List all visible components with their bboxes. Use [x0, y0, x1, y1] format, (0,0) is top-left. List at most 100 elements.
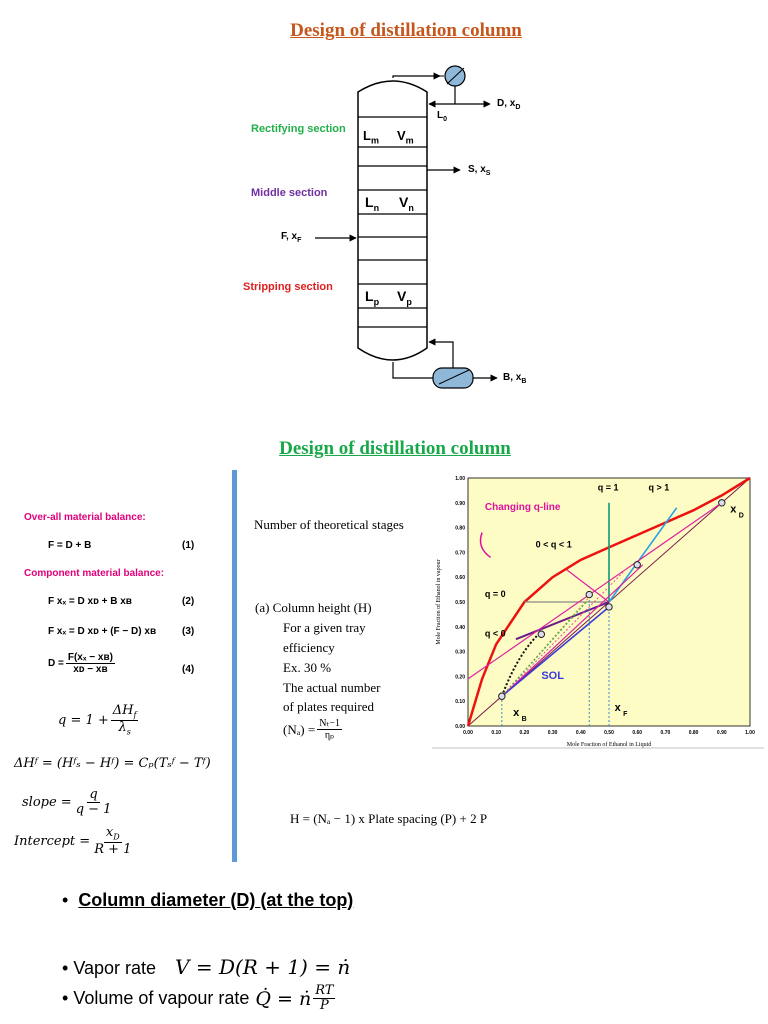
x-tick-label: 0.70	[661, 730, 671, 736]
y-tick-label: 0.90	[455, 501, 465, 507]
xb-label: x	[513, 707, 520, 719]
ln-label: Ln	[365, 194, 380, 213]
arrow-icon	[479, 532, 491, 558]
point-marker	[537, 630, 546, 638]
eq2-number: (2)	[182, 596, 195, 607]
equilibrium-curve	[466, 476, 751, 727]
enthalpy-formula: ΔHᶠ = (Hᶠₛ − Hᶠ) = Cₚ(Tₛᶠ − Tᶠ)	[14, 756, 211, 771]
lm-label: Lm	[363, 128, 379, 146]
xb-sub-label: B	[522, 716, 527, 723]
overall-balance-label: Over-all material balance:	[24, 512, 146, 523]
y-tick-label: 0.80	[455, 526, 465, 532]
column-diagram: Rectifying section Middle section Stripp…	[235, 62, 535, 412]
height-text-5: The actual number	[283, 680, 381, 695]
height-text-4: Ex. 30 %	[283, 660, 332, 675]
height-text-6: of plates required	[283, 699, 374, 714]
vm-label: Vm	[397, 128, 414, 146]
sol-line	[501, 606, 610, 697]
qlt0-label: q < 0	[485, 629, 506, 639]
lp-label: Lp	[365, 288, 380, 307]
distillation-column-svg	[315, 65, 498, 389]
height-heading: (a) Column height (H)	[255, 600, 372, 615]
vp-label: Vp	[397, 288, 412, 307]
y-tick-label: 0.40	[455, 625, 465, 631]
xf-sub-label: F	[623, 711, 628, 718]
y-tick-label: 0.20	[455, 674, 465, 680]
xf-label: x	[615, 702, 622, 714]
q-line-chart-svg: 0.000.00 0.10 0.10 0.20 0.20 0.30 0.30 0.40 0.40…	[432, 476, 764, 749]
section-title: Design of distillation column	[279, 438, 511, 459]
page-title: Design of distillation column	[290, 20, 522, 41]
rectifying-label: Rectifying section	[251, 123, 346, 135]
q-between-line	[566, 569, 610, 603]
x-tick-label: 0.40	[576, 730, 586, 736]
x-tick-label: 0.00	[463, 730, 473, 736]
dotted-curve-black	[500, 631, 542, 697]
rectifying-op-line	[467, 502, 723, 680]
stripping-label: Stripping section	[243, 281, 333, 293]
column-shell	[357, 80, 428, 361]
eq4: D = F(xₓ − xʙ)xᴅ − xʙ	[48, 652, 115, 675]
eq1-number: (1)	[182, 540, 195, 551]
x-tick-label: 0.50	[604, 730, 614, 736]
height-text-2: For a given tray	[283, 620, 366, 635]
stages-text: Number of theoretical stages	[254, 517, 404, 532]
l0-label: L0	[437, 110, 448, 123]
xd-label: x	[730, 504, 737, 516]
x-tick-label: 0.80	[689, 730, 699, 736]
distillate-label: D, xD	[497, 98, 521, 111]
point-marker	[498, 692, 506, 700]
y-tick-label: 1.00	[455, 476, 465, 482]
xd-sub-label: D	[739, 513, 744, 520]
point-marker	[605, 603, 613, 611]
q1-label: q = 1	[598, 482, 619, 492]
bullet-vapor-rate: • Vapor rate V = D(R + 1) = ṅ	[62, 955, 351, 979]
component-balance-label: Component material balance:	[24, 568, 165, 579]
eq4-number: (4)	[182, 664, 195, 675]
vn-label: Vn	[399, 194, 414, 213]
eq2: F xₓ = D xᴅ + B xʙ	[48, 596, 132, 607]
y-tick-label: 0.30	[455, 650, 465, 656]
point-marker	[585, 590, 593, 599]
x-tick-label: 0.10	[491, 730, 501, 736]
x-axis-label: Mole Fraction of Ethanol in Liquid	[567, 741, 652, 748]
bullet-column-diameter: • Column diameter (D) (at the top)	[62, 890, 354, 910]
x-tick-label: 1.00	[745, 730, 755, 736]
point-marker	[633, 561, 641, 569]
y-tick-label: 0.60	[455, 575, 465, 581]
eq3-number: (3)	[182, 626, 195, 637]
x-tick-label: 0.90	[717, 730, 727, 736]
side-stream-label: S, xS	[468, 164, 491, 177]
point-marker	[718, 499, 726, 507]
y-tick-label: 0.70	[455, 550, 465, 556]
x-tick-label: 0.30	[548, 730, 558, 736]
dotted-line-pink	[501, 571, 624, 697]
feed-label: F, xF	[281, 231, 302, 244]
y-tick-label: 0.50	[455, 600, 465, 606]
bottoms-label: B, xB	[503, 372, 527, 385]
eq3: F xₓ = D xᴅ + (F − D) xʙ	[48, 626, 157, 637]
middle-label: Middle section	[251, 187, 328, 199]
height-text-3: efficiency	[283, 640, 335, 655]
sol-label: SOL	[541, 670, 564, 682]
stripping-op-line	[501, 564, 644, 697]
vertical-divider	[232, 470, 237, 862]
dotted-line-green	[501, 601, 587, 697]
x-tick-label: 0.20	[520, 730, 530, 736]
x-tick-label: 0.60	[632, 730, 642, 736]
qlt0-line	[515, 601, 610, 641]
changing-q-label: Changing q-line	[485, 502, 561, 513]
y-tick-label: 0.00	[455, 724, 465, 730]
q0-label: q = 0	[485, 589, 506, 599]
qgt1-label: q > 1	[648, 482, 669, 492]
y-axis-label: Mole Fraction of Ethanol in vapour	[435, 559, 442, 644]
eq1: F = D + B	[48, 540, 92, 551]
q-between-label: 0 < q < 1	[536, 539, 572, 549]
y-tick-label: 0.10	[455, 699, 465, 705]
